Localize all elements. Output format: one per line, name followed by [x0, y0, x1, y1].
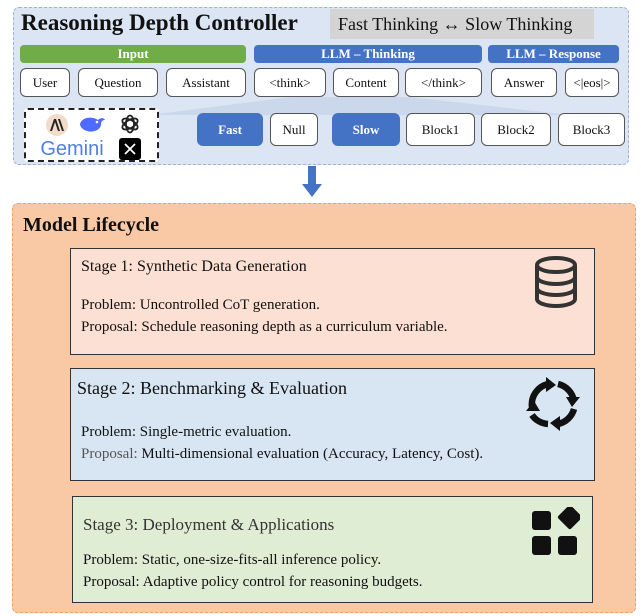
stage-1-problem: Problem: Uncontrolled CoT generation. — [81, 297, 320, 313]
slow-mode-button: Slow — [332, 113, 400, 146]
block-2: Block2 — [481, 113, 551, 146]
block-3: Block3 — [558, 113, 625, 146]
controller-title: Reasoning Depth Controller — [21, 10, 298, 35]
token-answer: Answer — [491, 68, 557, 97]
lifecycle-title: Model Lifecycle — [23, 214, 160, 236]
gemini-logo: Gemini — [40, 137, 104, 160]
stage-2-proposal-text: Multi-dimensional evaluation (Accuracy, … — [141, 446, 484, 462]
refresh-cycle-icon — [526, 377, 580, 431]
block-null: Null — [270, 113, 318, 146]
expansion-shade — [150, 97, 570, 115]
stage-3-title: Stage 3: Deployment & Applications — [83, 515, 335, 534]
down-arrow-shaft — [308, 166, 316, 186]
x-logo — [119, 138, 141, 160]
stage-2-card: Stage 2: Benchmarking & Evaluation Probl… — [70, 368, 595, 481]
stage-3-proposal: Proposal: Adaptive policy control for re… — [83, 574, 423, 590]
section-header-input: Input — [20, 45, 246, 63]
token-question: Question — [78, 68, 158, 97]
openai-logo — [118, 112, 142, 136]
mode-banner: Fast Thinking ↔ Slow Thinking — [330, 9, 594, 39]
down-arrow-icon — [302, 184, 322, 197]
model-logos-box: Gemini — [24, 108, 159, 162]
stage-1-proposal: Proposal: Schedule reasoning depth as a … — [81, 319, 448, 335]
database-icon — [535, 256, 577, 309]
stage-3-problem: Problem: Static, one-size-fits-all infer… — [83, 552, 382, 568]
section-header-response: LLM – Response — [488, 45, 619, 63]
stage-2-proposal-label: Proposal: — [81, 446, 138, 462]
anthropic-logo — [46, 114, 68, 136]
token-think-close: </think> — [405, 68, 482, 97]
stage-2-proposal: Proposal: Multi-dimensional evaluation (… — [81, 446, 483, 463]
fast-mode-button: Fast — [197, 113, 263, 146]
token-user: User — [20, 68, 70, 97]
section-header-thinking: LLM – Thinking — [254, 45, 482, 63]
stage-1-card: Stage 1: Synthetic Data Generation Probl… — [70, 248, 595, 355]
token-assistant: Assistant — [166, 68, 246, 97]
stage-2-title: Stage 2: Benchmarking & Evaluation — [77, 378, 347, 398]
stage-1-title: Stage 1: Synthetic Data Generation — [81, 258, 307, 275]
deepseek-logo — [78, 113, 106, 135]
token-think-open: <think> — [254, 68, 326, 97]
stage-2-problem: Problem: Single-metric evaluation. — [81, 424, 292, 440]
stage-3-card: Stage 3: Deployment & Applications Probl… — [72, 496, 593, 603]
block-1: Block1 — [406, 113, 475, 146]
token-eos: <|eos|> — [565, 68, 619, 97]
token-content: Content — [333, 68, 399, 97]
apps-grid-icon — [532, 507, 580, 555]
